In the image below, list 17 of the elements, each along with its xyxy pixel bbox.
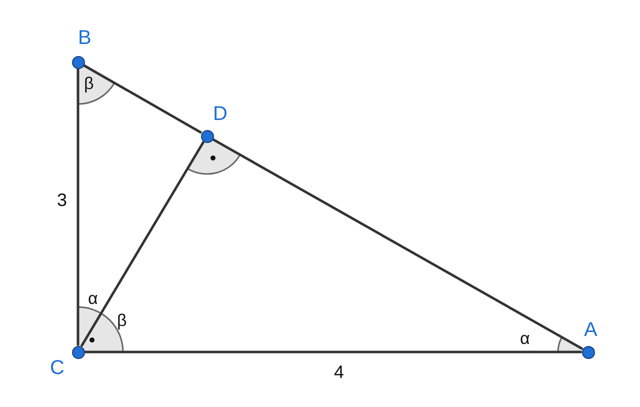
line-segment	[83, 64, 202, 134]
point-marker	[582, 346, 594, 358]
point-label: D	[213, 104, 228, 124]
point-label: C	[50, 358, 64, 378]
line-segment	[84, 350, 582, 354]
point-marker	[200, 130, 214, 142]
line-segment	[80, 140, 205, 348]
point-marker	[72, 56, 84, 68]
point-label: A	[584, 320, 598, 340]
angle-label: β	[117, 312, 127, 329]
point-marker	[72, 346, 84, 358]
point-label: B	[78, 28, 92, 48]
line-segment	[76, 68, 80, 346]
angle-label: β	[84, 75, 94, 92]
line-segment	[212, 138, 583, 350]
angle-label: α	[88, 290, 98, 307]
angle-label: α	[520, 330, 530, 347]
